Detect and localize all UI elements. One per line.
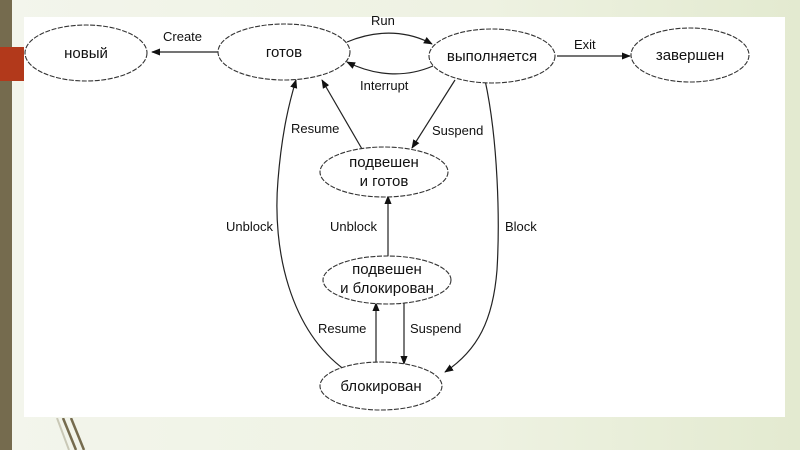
edge-label-run: Run	[371, 13, 395, 28]
node-label: блокирован	[340, 378, 421, 395]
edge-run	[346, 32, 433, 45]
slide-accent-square	[0, 47, 24, 81]
node-label: готов	[266, 44, 302, 61]
edge-label-suspend-ready: Suspend	[432, 123, 483, 138]
node-label-line1: подвешен	[349, 154, 419, 171]
edge-label-interrupt: Interrupt	[360, 78, 409, 93]
edge-label-block: Block	[505, 219, 537, 234]
edge-block	[444, 79, 499, 373]
decorative-stripes	[56, 418, 86, 450]
node-blocked: блокирован	[319, 361, 443, 411]
node-exit: завершен	[630, 27, 750, 83]
slide-left-bar	[0, 0, 12, 450]
edge-label-unblock-ready: Unblock	[226, 219, 273, 234]
edge-resume-ready	[321, 79, 363, 150]
edge-label-exit: Exit	[574, 37, 596, 52]
edge-labels: Create Run Interrupt Exit Resume Suspend…	[163, 13, 596, 336]
edges	[151, 32, 631, 373]
node-new: новый	[24, 24, 148, 82]
node-ready: готов	[217, 23, 351, 81]
node-running: выполняется	[428, 28, 556, 84]
node-label-line1: подвешен	[352, 261, 422, 278]
edge-suspend-ready	[411, 79, 456, 149]
node-label: завершен	[656, 47, 724, 64]
edge-unblock-ready	[276, 79, 346, 371]
edge-label-create: Create	[163, 29, 202, 44]
edge-label-unblock-susp: Unblock	[330, 219, 377, 234]
edge-label-suspend-blocked: Suspend	[410, 321, 461, 336]
node-label-line2: и готов	[360, 173, 409, 190]
node-label: выполняется	[447, 48, 537, 65]
edge-interrupt	[346, 61, 434, 75]
node-label-line2: и блокирован	[340, 280, 434, 297]
node-suspended-ready: подвешен и готов	[319, 146, 449, 198]
edge-label-resume-ready: Resume	[291, 121, 339, 136]
node-suspended-blocked: подвешен и блокирован	[322, 255, 452, 305]
node-label: новый	[64, 45, 108, 62]
edge-label-resume-susp: Resume	[318, 321, 366, 336]
